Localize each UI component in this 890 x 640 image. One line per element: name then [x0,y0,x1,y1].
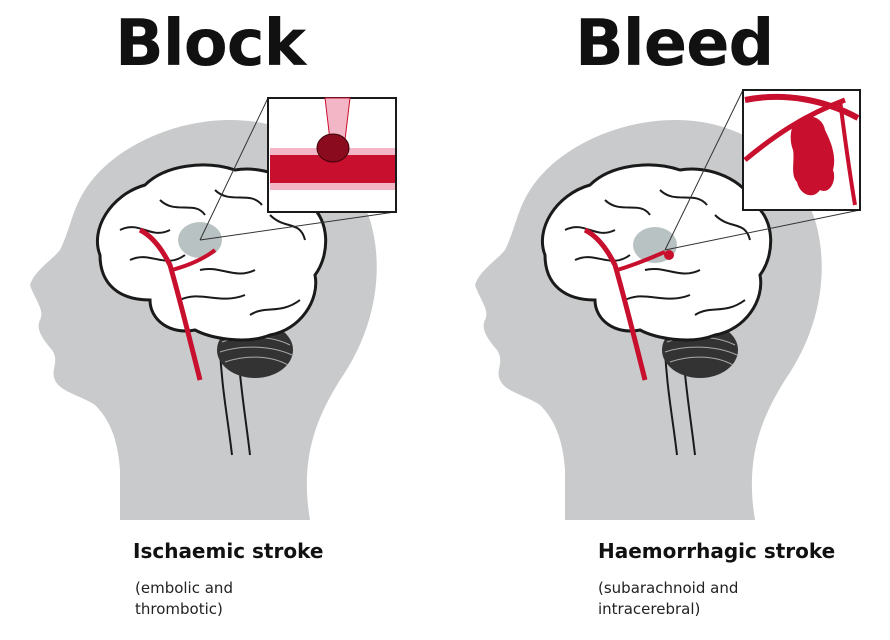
panel-title: Block [115,7,306,81]
panel-bleed: Bleed Haemorrhagic stroke (subarachnoid … [445,0,890,640]
ruptured-vessel-icon [742,89,861,211]
panel-block: Block Ischaemic stroke (embolic and thro… [30,7,397,618]
bleed-spot [664,250,674,260]
artery [583,227,648,381]
ischaemic-head-illustration [30,97,397,520]
artery [138,227,203,381]
panel-title: Bleed [575,7,774,81]
clot-in-artery-icon [267,97,397,213]
caption-title: Ischaemic stroke [133,539,324,563]
caption-title: Haemorrhagic stroke [598,539,836,563]
haemorrhagic-head-illustration [475,89,861,520]
caption-subtitle: (subarachnoid and intracerebral) [598,579,739,618]
caption-subtitle: (embolic and thrombotic) [135,579,233,618]
